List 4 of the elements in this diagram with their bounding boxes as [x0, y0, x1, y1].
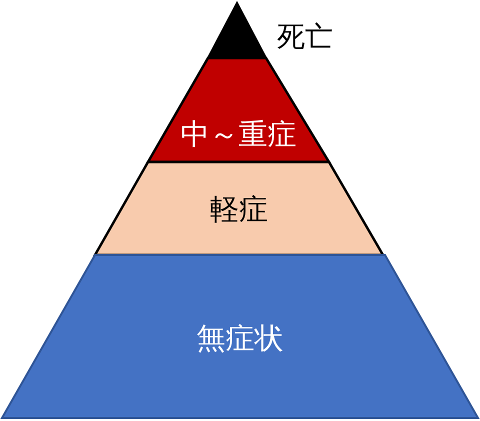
tier-label: 中～重症 [180, 119, 296, 151]
tier-label: 軽症 [210, 194, 268, 226]
tier-label: 無症状 [196, 323, 284, 355]
tier-caption: 死亡 [277, 22, 333, 53]
